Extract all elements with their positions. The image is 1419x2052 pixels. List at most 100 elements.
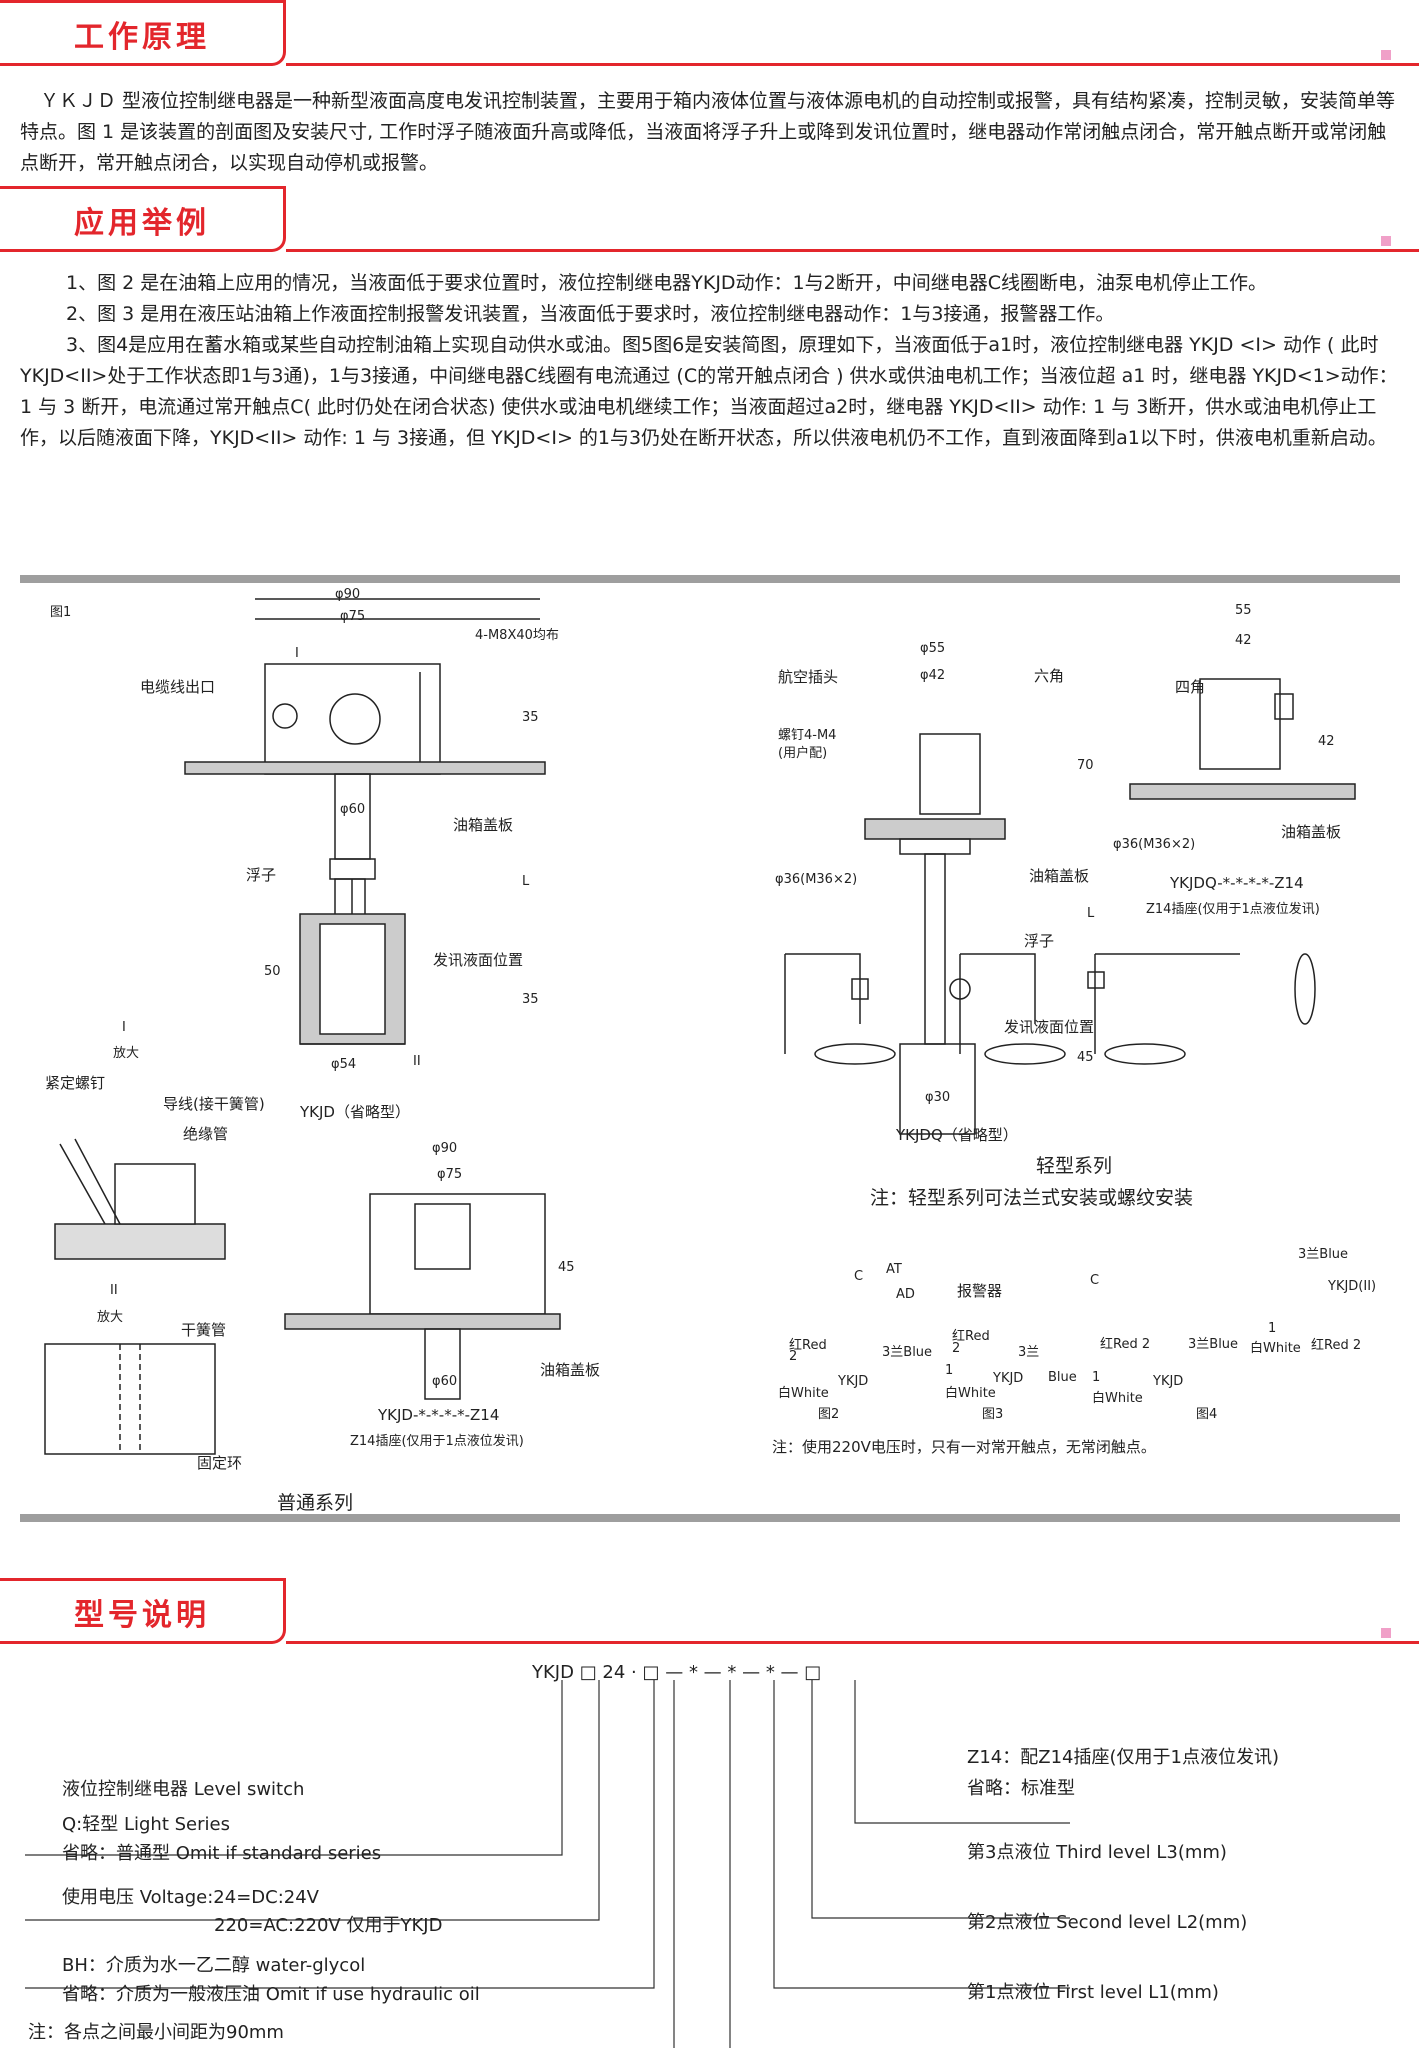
fig2-label: 图2 — [818, 1407, 840, 1422]
application-paragraphs: 1、图 2 是在油箱上应用的情况，当液面低于要求位置时，液位控制继电器YKJD动… — [20, 268, 1400, 454]
ykjd-z14-caption: YKJD-*-*-*-*-Z14 — [378, 1406, 500, 1424]
ykjdq-z14-caption: YKJDQ-*-*-*-*-Z14 — [1170, 874, 1304, 892]
screw-label: 螺钉4-M4 — [778, 728, 837, 743]
lead-label: 导线(接干簧管) — [163, 1095, 265, 1113]
circuit-AT: AT — [886, 1262, 902, 1277]
model-z14: Z14：配Z14插座(仅用于1点液位发讯) — [967, 1747, 1279, 1768]
z14-socket-caption-d: Z14插座(仅用于1点液位发讯) — [1146, 902, 1320, 917]
red-label-fig3: 红Red — [952, 1329, 990, 1344]
dim-phi54: φ54 — [331, 1057, 357, 1072]
white-label-fig2: 白White — [778, 1386, 829, 1401]
set-screw-label: 紧定螺钉 — [45, 1074, 106, 1092]
model-std: 省略：标准型 — [967, 1778, 1075, 1799]
dim-phi60-b: φ60 — [432, 1374, 458, 1389]
tank-cover-label-d: 油箱盖板 — [1281, 823, 1342, 841]
square-label: 四角 — [1175, 678, 1206, 696]
n3-fig3: 3兰 — [1018, 1345, 1040, 1360]
dim-45-c: 45 — [1077, 1050, 1094, 1065]
section-title: 型号说明 — [74, 1598, 210, 1633]
dim-70: 70 — [1077, 758, 1094, 773]
ykjd-omit-caption: YKJD（省略型） — [300, 1103, 410, 1121]
alarm-label: 报警器 — [957, 1282, 1003, 1300]
tank-cover-label: 油箱盖板 — [453, 816, 514, 834]
detail-II-mark: II — [413, 1054, 421, 1069]
enlarge-II-label: 放大 — [97, 1310, 124, 1325]
circuit-AD: AD — [896, 1287, 915, 1302]
dim-45-b: 45 — [558, 1260, 575, 1275]
dim-phi90: φ90 — [335, 587, 361, 602]
application-item-2: 2、图 3 是用在液压站油箱上作液面控制报警发讯装置，当液面低于要求时，液位控制… — [66, 303, 1115, 325]
signal-level-label: 发讯液面位置 — [433, 951, 524, 969]
blue-top-label: 3兰Blue — [1298, 1247, 1349, 1262]
section-title: 工作原理 — [74, 20, 210, 55]
dim-L-c: L — [1087, 906, 1095, 921]
red-label-fig2: 红Red — [789, 1338, 827, 1353]
dim-42-v: 42 — [1318, 734, 1335, 749]
dim-35-bottom: 35 — [522, 992, 539, 1007]
light-series-note: 注：轻型系列可法兰式安装或螺纹安装 — [870, 1187, 1194, 1209]
model-omit-std: 省略：普通型 Omit if standard series — [62, 1843, 382, 1864]
model-note: 注：各点之间最小间距为90mm — [28, 2022, 284, 2043]
dim-phi90-b: φ90 — [432, 1141, 458, 1156]
section-title: 应用举例 — [74, 206, 210, 241]
dim-phi60: φ60 — [340, 802, 366, 817]
dim-55: 55 — [1235, 603, 1252, 618]
divider-top — [20, 575, 1400, 583]
technical-drawings — [44, 598, 1356, 1455]
n2-fig3: 2 — [952, 1341, 961, 1356]
section-header-application: 应用举例 — [0, 186, 1419, 256]
detail-I-mark: I — [295, 646, 299, 661]
circuit-note: 注：使用220V电压时，只有一对常开触点，无常闭触点。 — [772, 1438, 1156, 1456]
dim-phi30: φ30 — [925, 1090, 951, 1105]
aviation-plug-label: 航空插头 — [778, 668, 839, 686]
blue-label-fig4: 3兰Blue — [1188, 1337, 1239, 1352]
blue-label-fig3: Blue — [1048, 1370, 1077, 1385]
light-series-caption: 轻型系列 — [1036, 1155, 1113, 1177]
enlarge-I-label: 放大 — [113, 1046, 140, 1061]
circuit-C-fig4: C — [1090, 1273, 1100, 1288]
reed-switch-label: 干簧管 — [181, 1321, 227, 1339]
ykjd-housing — [264, 663, 441, 775]
signal-level-label-c: 发讯液面位置 — [1004, 1018, 1095, 1036]
application-item-1: 1、图 2 是在油箱上应用的情况，当液面低于要求位置时，液位控制继电器YKJD动… — [66, 272, 1268, 294]
model-light: Q:轻型 Light Series — [62, 1814, 230, 1835]
fig1-label: 图1 — [50, 605, 72, 620]
n2-fig2: 2 — [789, 1349, 798, 1364]
model-bh: BH：介质为水一乙二醇 water-glycol — [62, 1955, 366, 1976]
section-header-model: 型号说明 — [0, 1578, 1419, 1648]
model-voltage-2: 220=AC:220V 仅用于YKJD — [214, 1915, 443, 1936]
insulating-tube-label: 绝缘管 — [183, 1125, 229, 1143]
model-omit-oil: 省略：介质为一般液压油 Omit if use hydraulic oil — [62, 1984, 480, 2005]
model-diagram: YKJD □ 24 · □ — * — * — * — □ Z14：配Z14插座… — [0, 1650, 1419, 2052]
normal-series-caption: 普通系列 — [277, 1492, 354, 1514]
fig3-label: 图3 — [982, 1407, 1004, 1422]
red-label-fig4-right: 红Red 2 — [1311, 1338, 1362, 1353]
red-label-fig4: 红Red 2 — [1100, 1337, 1151, 1352]
m36-label: φ36(M36×2) — [775, 872, 858, 887]
model-code: YKJD □ 24 · □ — * — * — * — □ — [532, 1662, 822, 1683]
dim-phi55: φ55 — [920, 641, 946, 656]
bolts-label: 4-M8X40均布 — [475, 628, 559, 643]
circuit-C: C — [854, 1269, 864, 1284]
section-header-principle: 工作原理 — [0, 0, 1419, 70]
n1-fig3: 1 — [945, 1363, 954, 1378]
ykjd-label-fig2: YKJD — [838, 1374, 869, 1389]
blue-label-fig2: 3兰Blue — [882, 1345, 933, 1360]
divider-bottom — [20, 1514, 1400, 1522]
hexagon-label: 六角 — [1034, 667, 1065, 685]
dim-50: 50 — [264, 964, 281, 979]
white-label-fig3: 白White — [945, 1386, 996, 1401]
principle-paragraph: ＹＫＪＤ 型液位控制继电器是一种新型液面高度电发讯控制装置，主要用于箱内液体位置… — [20, 90, 1396, 174]
ykjd-ii-label: YKJD(II) — [1328, 1279, 1377, 1294]
ykjd-label-fig3: YKJD — [993, 1371, 1024, 1386]
n1-fig4: 1 — [1092, 1370, 1101, 1385]
n1-fig4-right: 1 — [1268, 1321, 1277, 1336]
dim-L: L — [522, 874, 530, 889]
user-supplied-label: (用户配) — [778, 746, 828, 761]
dim-phi42: φ42 — [920, 668, 946, 683]
ykjdq-omit-caption: YKJDQ（省略型） — [896, 1126, 1018, 1144]
dim-phi75-b: φ75 — [437, 1167, 463, 1182]
white-label-fig4-right: 白White — [1250, 1341, 1301, 1356]
fix-ring-label: 固定环 — [197, 1454, 243, 1472]
model-level-switch: 液位控制继电器 Level switch — [62, 1779, 305, 1800]
